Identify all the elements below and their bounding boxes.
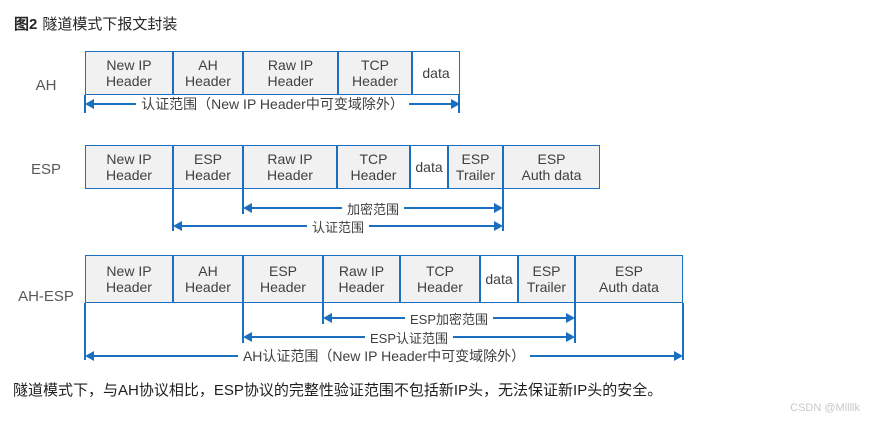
arrowhead-left-icon: [243, 203, 252, 213]
row-label-esp: ESP: [30, 161, 61, 178]
packet-box-esp-auth-data: ESP Auth data: [575, 255, 683, 303]
packet-box-data: data: [410, 145, 448, 189]
packet-box-tcp-header: TCP Header: [400, 255, 480, 303]
row-label-ah: AH: [35, 77, 57, 94]
arrowhead-left-icon: [243, 332, 252, 342]
arrowhead-right-icon: [674, 351, 684, 361]
figure-title-text: 隧道模式下报文封装: [42, 16, 178, 33]
arrowhead-right-icon: [451, 99, 460, 109]
packet-box-data: data: [480, 255, 518, 303]
arrow-line: [182, 225, 307, 227]
packet-box-data: data: [412, 51, 460, 95]
packet-box-tcp-header: TCP Header: [337, 145, 410, 189]
packet-box-raw-ip-header: Raw IP Header: [323, 255, 400, 303]
scope-tick: [574, 303, 576, 343]
scope-arrow-label: ESP认证范围: [370, 330, 449, 346]
arrow-line: [332, 317, 405, 319]
packet-box-esp-trailer: ESP Trailer: [448, 145, 503, 189]
scope-arrow-esp-encrypt: 加密范围: [243, 200, 504, 217]
scope-tick: [242, 303, 244, 343]
packet-box-esp-header: ESP Header: [173, 145, 243, 189]
scope-tick: [84, 303, 86, 360]
scope-arrow-ah-auth: 认证范围（New IP Header中可变域除外）: [85, 96, 460, 112]
packet-row-ah-esp: New IP Header AH Header ESP Header Raw I…: [85, 255, 683, 303]
packet-box-esp-trailer: ESP Trailer: [518, 255, 575, 303]
scope-arrow-label: AH认证范围（New IP Header中可变域除外）: [242, 348, 526, 364]
arrowhead-left-icon: [85, 351, 94, 361]
figure-number: 图2: [14, 16, 38, 33]
arrow-line: [252, 336, 365, 338]
scope-arrow-label: 加密范围: [347, 201, 400, 217]
packet-box-esp-header: ESP Header: [243, 255, 323, 303]
arrow-line: [530, 355, 675, 357]
arrow-line: [493, 317, 567, 319]
scope-arrow-ahesp-esp-auth: ESP认证范围: [243, 329, 576, 346]
packet-box-new-ip-header: New IP Header: [85, 255, 173, 303]
packet-box-raw-ip-header: Raw IP Header: [243, 145, 337, 189]
arrowhead-left-icon: [173, 221, 182, 231]
scope-tick: [682, 303, 684, 360]
scope-arrow-ahesp-ah-auth: AH认证范围（New IP Header中可变域除外）: [85, 348, 684, 364]
csdn-watermark: CSDN @Mllllk: [790, 402, 860, 414]
arrow-line: [404, 207, 495, 209]
scope-tick: [172, 189, 174, 231]
arrowhead-left-icon: [85, 99, 94, 109]
arrowhead-right-icon: [566, 332, 576, 342]
scope-arrow-label: ESP加密范围: [410, 311, 489, 327]
packet-box-tcp-header: TCP Header: [338, 51, 412, 95]
arrow-line: [252, 207, 342, 209]
scope-arrow-esp-auth: 认证范围: [173, 218, 504, 235]
arrowhead-right-icon: [494, 203, 504, 213]
scope-arrow-label: 认证范围: [312, 219, 365, 235]
packet-box-ah-header: AH Header: [173, 255, 243, 303]
scope-arrow-label: 认证范围（New IP Header中可变域除外）: [141, 96, 404, 112]
packet-box-new-ip-header: New IP Header: [85, 51, 173, 95]
packet-row-esp: New IP Header ESP Header Raw IP Header T…: [85, 145, 600, 189]
row-label-ah-esp: AH-ESP: [18, 288, 74, 305]
arrowhead-right-icon: [494, 221, 504, 231]
arrow-line: [408, 103, 451, 105]
arrow-line: [369, 225, 495, 227]
caption-text: 隧道模式下，与AH协议相比，ESP协议的完整性验证范围不包括新IP头，无法保证新…: [13, 382, 663, 399]
packet-box-new-ip-header: New IP Header: [85, 145, 173, 189]
scope-tick: [242, 189, 244, 214]
arrow-line: [94, 103, 137, 105]
packet-box-ah-header: AH Header: [173, 51, 243, 95]
packet-row-ah: New IP Header AH Header Raw IP Header TC…: [85, 51, 460, 95]
arrow-line: [453, 336, 567, 338]
arrowhead-left-icon: [323, 313, 332, 323]
packet-box-raw-ip-header: Raw IP Header: [243, 51, 338, 95]
packet-box-esp-auth-data: ESP Auth data: [503, 145, 600, 189]
arrowhead-right-icon: [566, 313, 576, 323]
scope-arrow-ahesp-esp-encrypt: ESP加密范围: [323, 310, 576, 327]
arrow-line: [94, 355, 238, 357]
